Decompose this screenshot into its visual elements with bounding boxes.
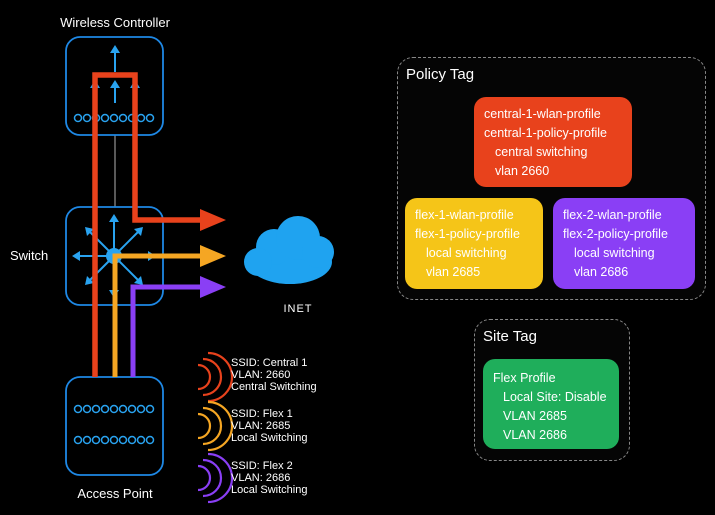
access-point-label: Access Point [77,486,153,501]
ssid-flex-1-vlan: VLAN: 2685 [231,420,290,432]
ssid-flex-2-mode: Local Switching [231,484,307,496]
flex-1-vlan: vlan 2685 [426,265,481,279]
central-profile-box: central-1-wlan-profile central-1-policy-… [474,97,632,187]
inet-cloud-icon [244,216,334,284]
ssid-central-name: SSID: Central 1 [231,357,307,369]
flex-1-wlan-profile: flex-1-wlan-profile [415,208,514,222]
ssid-flex-2-name: SSID: Flex 2 [231,460,293,472]
ssid-flex-2-wifi-icon [197,452,234,504]
central-vlan: vlan 2660 [495,164,550,178]
flex-2-path [130,276,226,377]
flex-2-switching-mode: local switching [574,246,655,260]
policy-tag-title: Policy Tag [406,66,475,83]
central-policy-profile: central-1-policy-profile [484,126,607,140]
flex-1-profile-box: flex-1-wlan-profile flex-1-policy-profil… [405,198,543,289]
local-site-setting: Local Site: Disable [503,390,607,404]
central-wlan-profile: central-1-wlan-profile [484,107,601,121]
access-point-device [65,376,164,476]
flex-profile-vlan-2686: VLAN 2686 [503,428,567,442]
flex-2-arrow-icon [200,276,226,298]
switch-label: Switch [10,248,48,263]
flex-2-wlan-profile: flex-2-wlan-profile [563,208,662,222]
controller-ports-icon [73,113,155,123]
ssid-flex-1-wifi-icon [197,400,234,452]
flex-2-vlan: vlan 2686 [574,265,629,279]
ssid-flex-1-mode: Local Switching [231,432,307,444]
central-arrow-icon [200,209,226,231]
flex-profile-box: Flex Profile Local Site: Disable VLAN 26… [483,359,619,449]
ssid-flex-2-vlan: VLAN: 2686 [231,472,290,484]
ssid-central-info: SSID: Central 1 VLAN: 2660 Central Switc… [231,357,317,393]
flex-2-policy-profile: flex-2-policy-profile [563,227,668,241]
ssid-flex-2-info: SSID: Flex 2 VLAN: 2686 Local Switching [231,460,307,496]
ssid-central-mode: Central Switching [231,381,317,393]
ssid-flex-1-info: SSID: Flex 1 VLAN: 2685 Local Switching [231,408,307,444]
site-tag-title: Site Tag [483,328,537,345]
ssid-central-wifi-icon [197,351,234,403]
flex-1-arrow-icon [200,245,226,267]
wireless-controller-label: Wireless Controller [60,15,170,30]
flex-1-policy-profile: flex-1-policy-profile [415,227,520,241]
switch-hub-icon [72,214,156,298]
flex-profile-name: Flex Profile [493,371,556,385]
flex-profile-vlan-2685: VLAN 2685 [503,409,567,423]
ssid-central-vlan: VLAN: 2660 [231,369,290,381]
central-switching-path [92,72,226,377]
ssid-flex-1-name: SSID: Flex 1 [231,408,293,420]
inet-label: INET [283,303,312,315]
flex-2-profile-box: flex-2-wlan-profile flex-2-policy-profil… [553,198,695,289]
access-point-ports-icon [73,404,155,445]
central-switching-mode: central switching [495,145,588,159]
flex-1-switching-mode: local switching [426,246,507,260]
wireless-controller-device [65,36,164,136]
flex-1-path [112,245,226,377]
